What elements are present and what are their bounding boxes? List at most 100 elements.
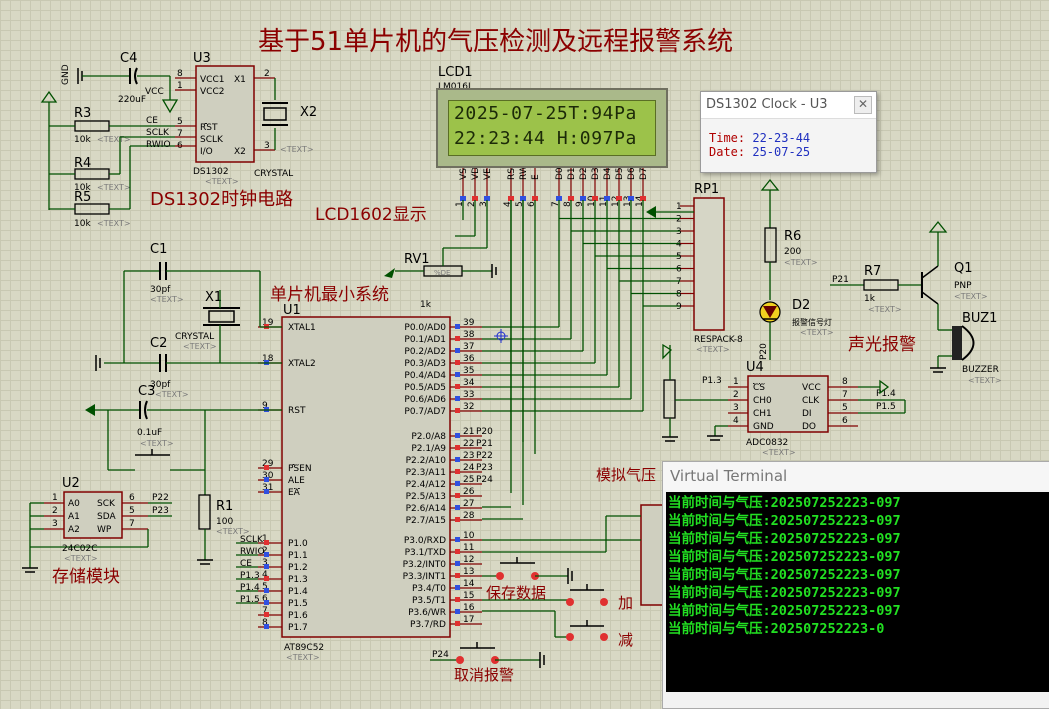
u1-right-pin-num: 15 [463,591,474,601]
u4-num-8: 8 [842,377,848,387]
lcd-pin-marker [628,196,634,201]
minus-button[interactable]: 减 [482,610,633,649]
rp1-pin-num: 7 [676,277,682,287]
u1-right-pin-name: P3.3/INT1 [403,572,446,582]
terminal-title[interactable]: Virtual Terminal [663,462,1049,490]
x1-value: CRYSTAL [175,332,214,342]
u1-left-pin-num: 18 [262,354,274,364]
plus-button[interactable]: 加 [482,584,633,612]
led-alarm-block: R6 200 <TEXT> D2 报警信号灯 <TEXT> P20 [759,178,834,360]
section-alarm: 声光报警 [848,335,916,355]
rp1-pin-num: 6 [676,265,682,275]
lcd-pin-marker [532,196,538,201]
r1-text-tag: <TEXT> [216,527,250,536]
c2-value: 30pf [150,380,171,390]
u4-num-3: 3 [733,403,739,413]
u1-left-net-label: P1.5 [240,595,260,605]
save-data-label: 保存数据 [486,584,546,602]
r4-ref: R4 [74,156,91,171]
q1-value: PNP [954,281,972,291]
u1-right-pin-num: 12 [463,555,474,565]
u1-pins: XTAL119XTAL218RST9PSEN29ALE30EA31P1.01P1… [258,318,493,633]
clock-window-title[interactable]: DS1302 Clock - U3 [701,92,876,119]
u1-right-pin-name: P3.4/T0 [412,584,446,594]
save-data-button[interactable]: 保存数据 [482,557,573,602]
terminal-line: 当前时间与气压:202507252223-097 [668,567,901,583]
ds-net-rwio: RWIO [146,140,171,150]
u1-left-net-label: P1.3 [240,571,260,581]
u1-right-pin-num: 39 [463,318,475,328]
rp1-pin-num: 2 [676,215,682,225]
u2-num-1: 1 [52,493,58,503]
u1-right-pin-name: P0.4/AD4 [404,371,446,381]
virtual-terminal-window[interactable]: Virtual Terminal 当前时间与气压:202507252223-09… [662,461,1049,709]
terminal-screen[interactable]: 当前时间与气压:202507252223-097 当前时间与气压:2025072… [666,492,1049,692]
lcd-ref: LCD1 [438,65,473,80]
u2-pin-a2: A2 [68,525,80,535]
u1-right-pin-num: 11 [463,543,474,553]
u4-pin-vcc: VCC [802,383,821,393]
ds-net-sclk: SCLK [146,128,170,138]
u1-left-pin-num: 30 [262,471,274,481]
u3-pin-sclk: SCLK [200,135,224,145]
u2-model: 24C02C [62,544,97,554]
u1-pin-marker [455,457,460,462]
u1-pin-marker [455,621,460,626]
u1-pin-marker [455,609,460,614]
u1-pin-marker [455,336,460,341]
r6-value: 200 [784,247,801,257]
u2-pin-wp: WP [97,525,112,535]
lcd-pins: VSS1VDD2VEE3RS4RW5E6D07D18D29D310D411D51… [443,160,649,505]
lcd-line-1: 2025-07-25T:94Pa [454,103,637,124]
u1-pin-marker [455,585,460,590]
lcd-pin-marker [604,196,610,201]
close-icon[interactable]: ✕ [854,96,872,114]
section-ds1302: DS1302时钟电路 [150,189,293,210]
r3-ref: R3 [74,106,91,121]
u3-pinnum-2: 2 [264,69,270,79]
buttons-block: 模拟气压 保存数据 加 减 [430,466,656,684]
u1-pin-marker [455,597,460,602]
r1-ref: R1 [216,499,233,514]
r6-ref: R6 [784,229,801,244]
u1-left-pin-num: 29 [262,459,274,469]
r3-value: 10k [74,135,91,145]
u1-pin-marker [455,372,460,377]
ds1302-clock-window[interactable]: DS1302 Clock - U3 ✕ Time: 22-23-44 Date:… [700,91,877,173]
u1-pin-marker [455,384,460,389]
u4-block: U4 CS CH0 CH1 GND VCC CLK DI DO 1 2 3 4 … [662,343,906,457]
r4-value: 10k [74,183,91,193]
lcd-pin-num: 11 [599,196,609,207]
u4-pin-do: DO [802,422,816,432]
u3-pinnum-7: 7 [177,129,183,139]
r6-text-tag: <TEXT> [784,258,818,267]
q1-ref: Q1 [954,261,973,276]
lcd-pin-marker [568,196,574,201]
lcd-pin-name: D3 [591,167,601,180]
buzzer-block: P21 R7 1k <TEXT> Q1 PNP <TEXT> BUZ1 BUZZ… [830,220,1002,385]
lcd-pin-name: D6 [627,167,637,180]
terminal-line: 当前时间与气压:202507252223-097 [668,513,901,529]
lcd-pin-marker [580,196,586,201]
u1-right-pin-num: 32 [463,402,474,412]
u3-pin-vcc2: VCC2 [200,87,224,97]
c3-value: 0.1uF [137,428,162,438]
u1-pin-marker [264,576,269,581]
c3-text-tag: <TEXT> [140,439,174,448]
u4-pin-gnd: GND [753,422,774,432]
u1-right-pin-name: P0.6/AD6 [404,395,446,405]
minus-label: 减 [618,631,633,649]
x1-text-tag: <TEXT> [183,342,217,351]
clock-time-row: Time: 22-23-44 [701,131,876,145]
lcd-screen: 2025-07-25T:94Pa 22:23:44 H:097Pa [448,100,656,156]
u2-num-5: 5 [129,506,135,516]
cancel-alarm-button[interactable]: P24 取消报警 [430,642,545,684]
u1-left-pin-num: 7 [262,606,268,616]
u1-pin-marker [455,360,460,365]
u3-pinnum-3: 3 [264,141,270,151]
u3-pin-x2: X2 [234,147,246,157]
u1-left-pin-name: P1.7 [288,623,308,633]
r1-value: 100 [216,517,233,527]
